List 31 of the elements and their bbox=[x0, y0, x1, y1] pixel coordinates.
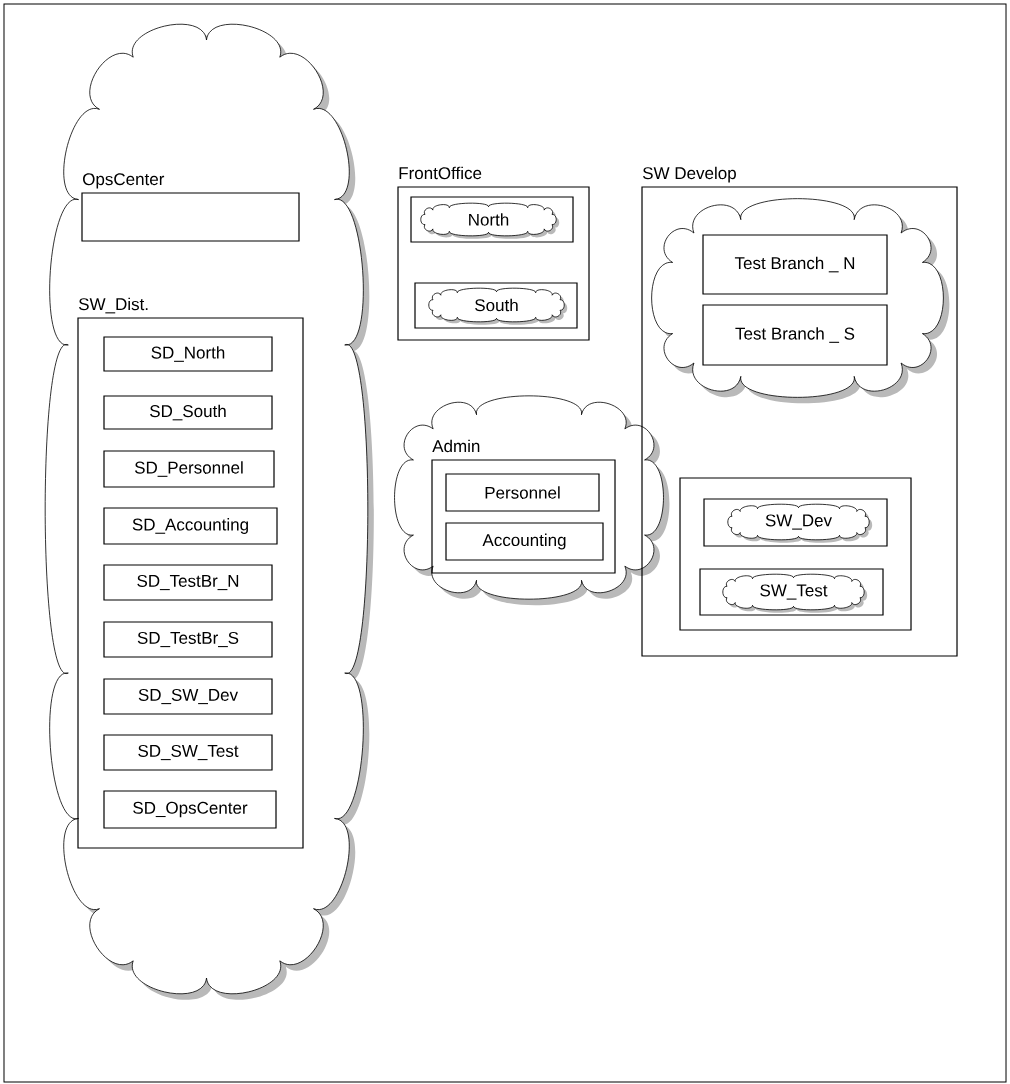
node-label: SW Develop bbox=[642, 166, 736, 183]
node-label: FrontOffice bbox=[399, 166, 482, 180]
label-box: SD_TestBr_N bbox=[103, 564, 273, 601]
cloud bbox=[651, 198, 950, 404]
label-box: SD_South bbox=[103, 395, 273, 430]
cloud bbox=[394, 395, 670, 606]
node-label: Admin bbox=[432, 439, 480, 453]
label-box: Test Branch _ S bbox=[702, 304, 888, 366]
node-label: OpsCenter bbox=[83, 173, 165, 189]
label-box: Personnel bbox=[445, 473, 600, 512]
cloud bbox=[44, 23, 374, 1000]
titled-box: OpsCenter bbox=[81, 173, 300, 242]
label-box: SD_North bbox=[103, 336, 273, 372]
label-box: SD_OpsCenter bbox=[103, 790, 277, 829]
box bbox=[699, 568, 884, 616]
cloud: SW_Test bbox=[722, 573, 868, 613]
cloud: SW_Dev bbox=[727, 503, 873, 543]
box bbox=[414, 282, 578, 329]
label-box: SD_Accounting bbox=[103, 507, 278, 545]
label-box: SD_TestBr_S bbox=[103, 621, 273, 658]
label-box: Test Branch _ N bbox=[702, 234, 888, 295]
box bbox=[410, 196, 574, 243]
label-box: SD_Personnel bbox=[103, 450, 275, 488]
cloud: North bbox=[420, 202, 560, 239]
label-box: Accounting bbox=[445, 522, 604, 561]
cloud: South bbox=[428, 287, 568, 325]
box bbox=[679, 477, 912, 631]
label-box: SD_SW_Test bbox=[103, 734, 273, 771]
node-label: SW_Dist. bbox=[78, 297, 148, 314]
box bbox=[703, 498, 888, 547]
label-box: SD_SW_Dev bbox=[103, 678, 273, 715]
